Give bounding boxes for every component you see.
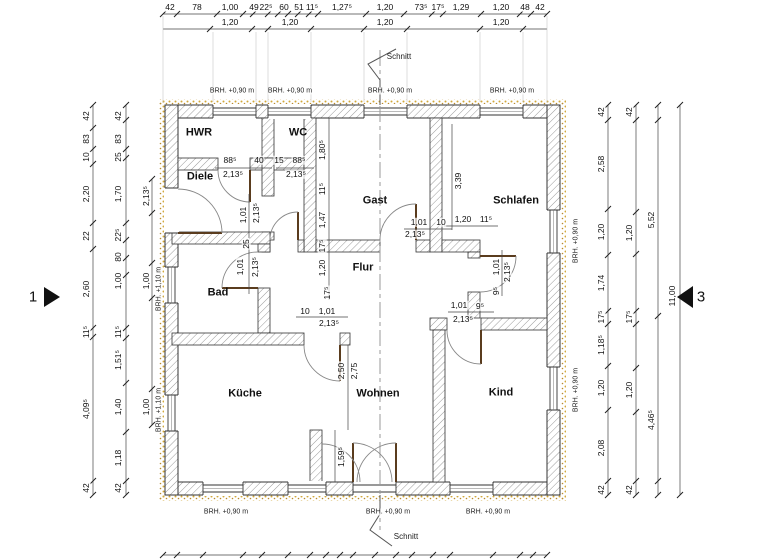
section-marker-1-triangle xyxy=(44,287,60,307)
outer-walls xyxy=(164,104,561,496)
insulation-band xyxy=(159,99,566,501)
extension-lines xyxy=(162,16,548,103)
section-arrow-top xyxy=(367,48,397,105)
section-marker-3-triangle xyxy=(677,286,693,308)
interior-walls xyxy=(171,117,548,483)
section-arrow-bottom xyxy=(369,495,393,547)
dimension-ticks xyxy=(89,10,684,559)
openings xyxy=(164,104,561,496)
doors xyxy=(177,169,517,483)
dimension-chains xyxy=(92,13,681,556)
